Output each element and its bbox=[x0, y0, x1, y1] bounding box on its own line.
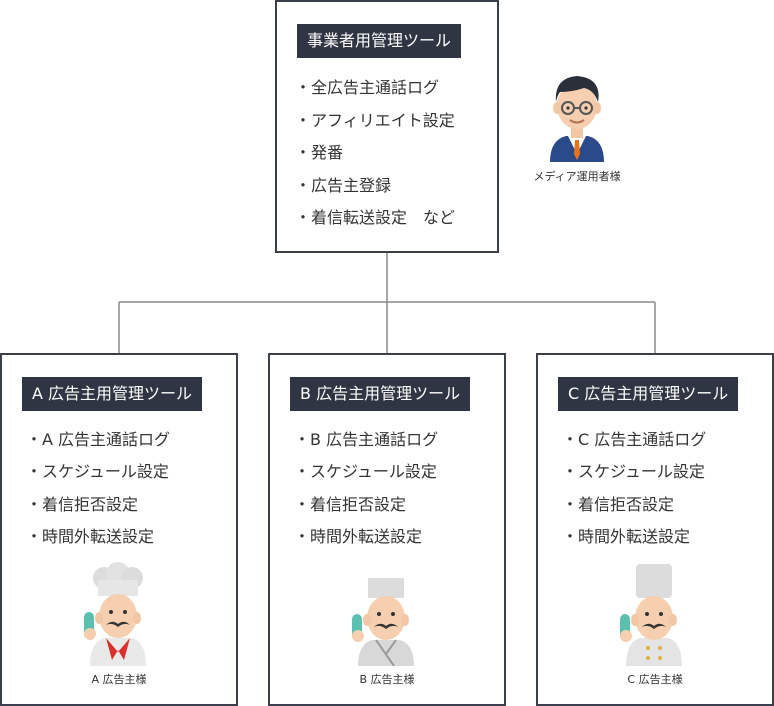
advertiser-a-tool-title: A 広告主用管理ツール bbox=[22, 377, 203, 411]
operator-feature-item: 着信転送設定 など bbox=[295, 202, 455, 235]
advertiser-feature-item: 時間外転送設定 bbox=[294, 521, 438, 553]
operator-feature-item: 広告主登録 bbox=[295, 170, 455, 203]
operator-feature-item: 全広告主通話ログ bbox=[295, 72, 455, 105]
advertiser-feature-item: スケジュール設定 bbox=[562, 456, 706, 488]
operator-tool-title: 事業者用管理ツール bbox=[297, 24, 462, 58]
advertiser-feature-item: B 広告主通話ログ bbox=[294, 424, 438, 456]
advertiser-b-tool-title: B 広告主用管理ツール bbox=[290, 377, 471, 411]
businessman-icon bbox=[550, 76, 604, 162]
advertiser-b-feature-list: B 広告主通話ログ スケジュール設定 着信拒否設定 時間外転送設定 bbox=[294, 424, 438, 553]
advertiser-feature-item: スケジュール設定 bbox=[294, 456, 438, 488]
advertiser-feature-item: 時間外転送設定 bbox=[562, 521, 706, 553]
advertiser-b-tool-box: B 広告主用管理ツール B 広告主通話ログ スケジュール設定 着信拒否設定 時間… bbox=[268, 353, 506, 706]
operator-feature-item: アフィリエイト設定 bbox=[295, 105, 455, 138]
advertiser-a-caption: A 広告主様 bbox=[91, 673, 147, 686]
chef-b-icon bbox=[352, 578, 414, 666]
advertiser-c-caption: C 広告主様 bbox=[627, 673, 683, 686]
operator-tool-box: 事業者用管理ツール 全広告主通話ログ アフィリエイト設定 発番 広告主登録 着信… bbox=[275, 0, 499, 253]
operator-feature-list: 全広告主通話ログ アフィリエイト設定 発番 広告主登録 着信転送設定 など bbox=[295, 72, 455, 235]
chef-c-icon bbox=[620, 564, 682, 666]
operator-caption: メディア運用者様 bbox=[533, 170, 621, 183]
advertiser-b-caption: B 広告主様 bbox=[359, 673, 415, 686]
chef-a-icon bbox=[84, 562, 146, 666]
advertiser-feature-item: 着信拒否設定 bbox=[562, 489, 706, 521]
operator-feature-item: 発番 bbox=[295, 137, 455, 170]
advertiser-feature-item: A 広告主通話ログ bbox=[26, 424, 170, 456]
advertiser-c-feature-list: C 広告主通話ログ スケジュール設定 着信拒否設定 時間外転送設定 bbox=[562, 424, 706, 553]
advertiser-c-tool-title: C 広告主用管理ツール bbox=[558, 377, 739, 411]
advertiser-feature-item: スケジュール設定 bbox=[26, 456, 170, 488]
advertiser-feature-item: 着信拒否設定 bbox=[26, 489, 170, 521]
advertiser-feature-item: 着信拒否設定 bbox=[294, 489, 438, 521]
advertiser-a-feature-list: A 広告主通話ログ スケジュール設定 着信拒否設定 時間外転送設定 bbox=[26, 424, 170, 553]
advertiser-feature-item: 時間外転送設定 bbox=[26, 521, 170, 553]
advertiser-feature-item: C 広告主通話ログ bbox=[562, 424, 706, 456]
